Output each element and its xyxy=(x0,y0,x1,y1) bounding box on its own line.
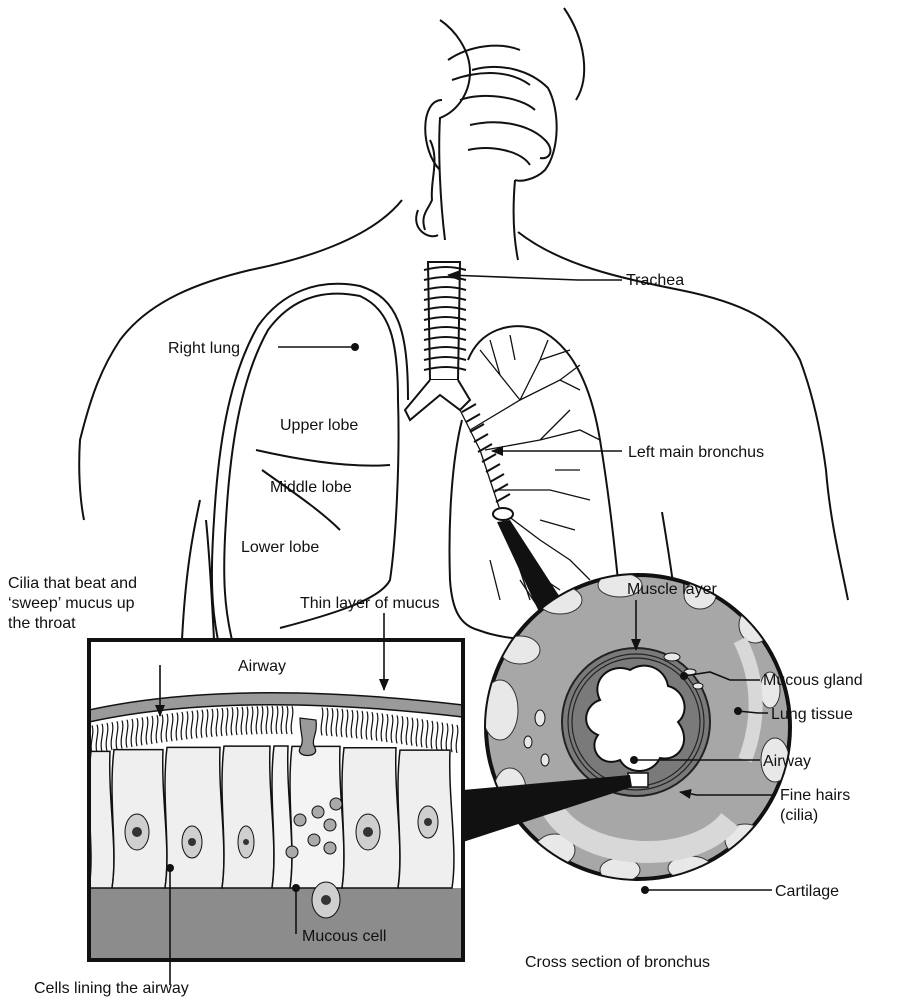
label-cilia-line3: the throat xyxy=(8,615,76,632)
label-lung-tissue: Lung tissue xyxy=(771,706,853,723)
label-middle-lobe: Middle lobe xyxy=(270,479,352,496)
label-cilia-line1: Cilia that beat and xyxy=(8,575,137,592)
label-thin-mucus: Thin layer of mucus xyxy=(300,595,440,612)
label-mucous-cell: Mucous cell xyxy=(302,928,386,945)
label-lower-lobe: Lower lobe xyxy=(241,539,319,556)
label-cilia-line2: ‘sweep’ mucus up xyxy=(8,595,135,612)
left-bronchus xyxy=(462,404,513,520)
trachea xyxy=(405,262,470,420)
right-lung xyxy=(212,284,408,640)
label-upper-lobe: Upper lobe xyxy=(280,417,358,434)
label-cross-section-title: Cross section of bronchus xyxy=(525,954,710,971)
airway-lining-inset xyxy=(89,640,463,968)
epithelial-cell xyxy=(222,746,274,888)
label-trachea: Trachea xyxy=(626,272,684,289)
label-cartilage: Cartilage xyxy=(775,883,839,900)
label-left-main-bronchus: Left main bronchus xyxy=(628,444,764,461)
label-mucous-gland: Mucous gland xyxy=(763,672,863,689)
label-fine-hairs: Fine hairs xyxy=(780,787,850,804)
label-muscle-layer: Muscle layer xyxy=(627,581,717,598)
label-cells-lining: Cells lining the airway xyxy=(34,980,189,997)
label-fine-hairs-cilia: (cilia) xyxy=(780,807,818,824)
epithelial-cell xyxy=(89,751,114,888)
epithelial-cell xyxy=(165,747,224,888)
label-right-lung: Right lung xyxy=(168,340,240,357)
body-outline xyxy=(79,8,848,640)
label-airway-inset: Airway xyxy=(238,658,286,675)
label-airway-cross-section: Airway xyxy=(763,753,811,770)
